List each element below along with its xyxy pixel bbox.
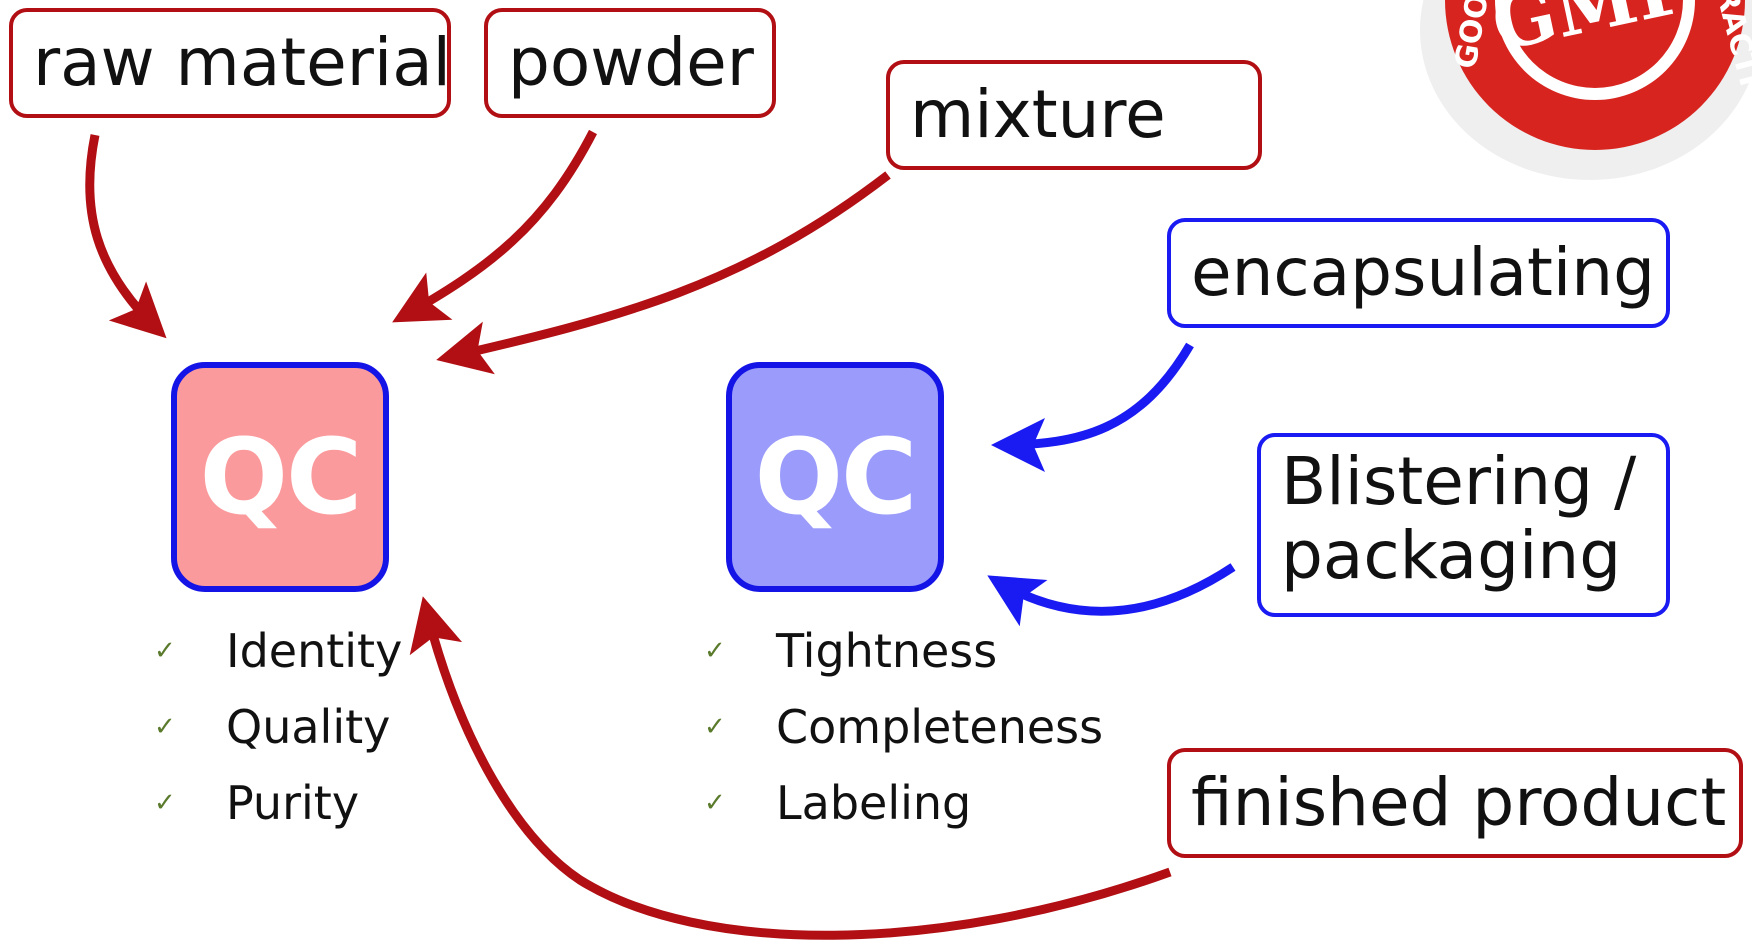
qc-right-label: QC [754, 416, 918, 538]
list-item: ✓ Tightness [700, 613, 1103, 689]
checkmark-icon: ✓ [154, 636, 176, 666]
arrow-powder-to-qc [392, 129, 597, 323]
blistering-packaging-box: Blistering / packaging [1257, 433, 1670, 617]
check-label: Identity [226, 624, 403, 678]
mixture-box: mixture [886, 60, 1262, 170]
check-label: Completeness [776, 700, 1104, 754]
checkmark-icon: ✓ [154, 712, 176, 742]
qc-right-checklist: ✓ Tightness ✓ Completeness ✓ Labeling [700, 613, 1103, 841]
checkmark-icon: ✓ [704, 712, 726, 742]
checkmark-icon: ✓ [704, 788, 726, 818]
list-item: ✓ Identity [150, 613, 402, 689]
check-label: Labeling [776, 776, 972, 830]
finished-product-label: finished product [1191, 764, 1727, 842]
list-item: ✓ Purity [150, 765, 402, 841]
powder-label: powder [508, 24, 754, 102]
blistering-packaging-label: Blistering / packaging [1281, 445, 1636, 593]
blistering-label-line2: packaging [1281, 516, 1622, 594]
gmp-seal-logo: GMP GOOD PRACTICE [1420, 0, 1752, 180]
mixture-label: mixture [910, 76, 1166, 154]
arrow-raw-material-to-qc [85, 134, 167, 339]
arrow-finished-to-qc [409, 596, 1172, 940]
checkmark-icon: ✓ [704, 636, 726, 666]
check-label: Tightness [776, 624, 998, 678]
list-item: ✓ Quality [150, 689, 402, 765]
check-label: Quality [226, 700, 391, 754]
qc-left-checklist: ✓ Identity ✓ Quality ✓ Purity [150, 613, 402, 841]
list-item: ✓ Completeness [700, 689, 1103, 765]
arrow-mixture-to-qc [436, 171, 891, 375]
powder-box: powder [484, 8, 776, 118]
arrow-encapsulating-to-qc [991, 342, 1194, 472]
seal-center [1507, 0, 1683, 88]
qc-box-right: QC [726, 362, 944, 592]
encapsulating-label: encapsulating [1191, 234, 1655, 312]
arrow-blistering-to-qc [987, 563, 1236, 627]
checkmark-icon: ✓ [154, 788, 176, 818]
raw-material-label: raw material [33, 24, 452, 102]
qc-left-label: QC [199, 416, 363, 538]
qc-box-left: QC [171, 362, 389, 592]
blistering-label-line1: Blistering / [1281, 443, 1637, 520]
raw-material-box: raw material [9, 8, 451, 118]
check-label: Purity [226, 776, 360, 830]
finished-product-box: finished product [1167, 748, 1743, 858]
list-item: ✓ Labeling [700, 765, 1103, 841]
encapsulating-box: encapsulating [1167, 218, 1670, 328]
